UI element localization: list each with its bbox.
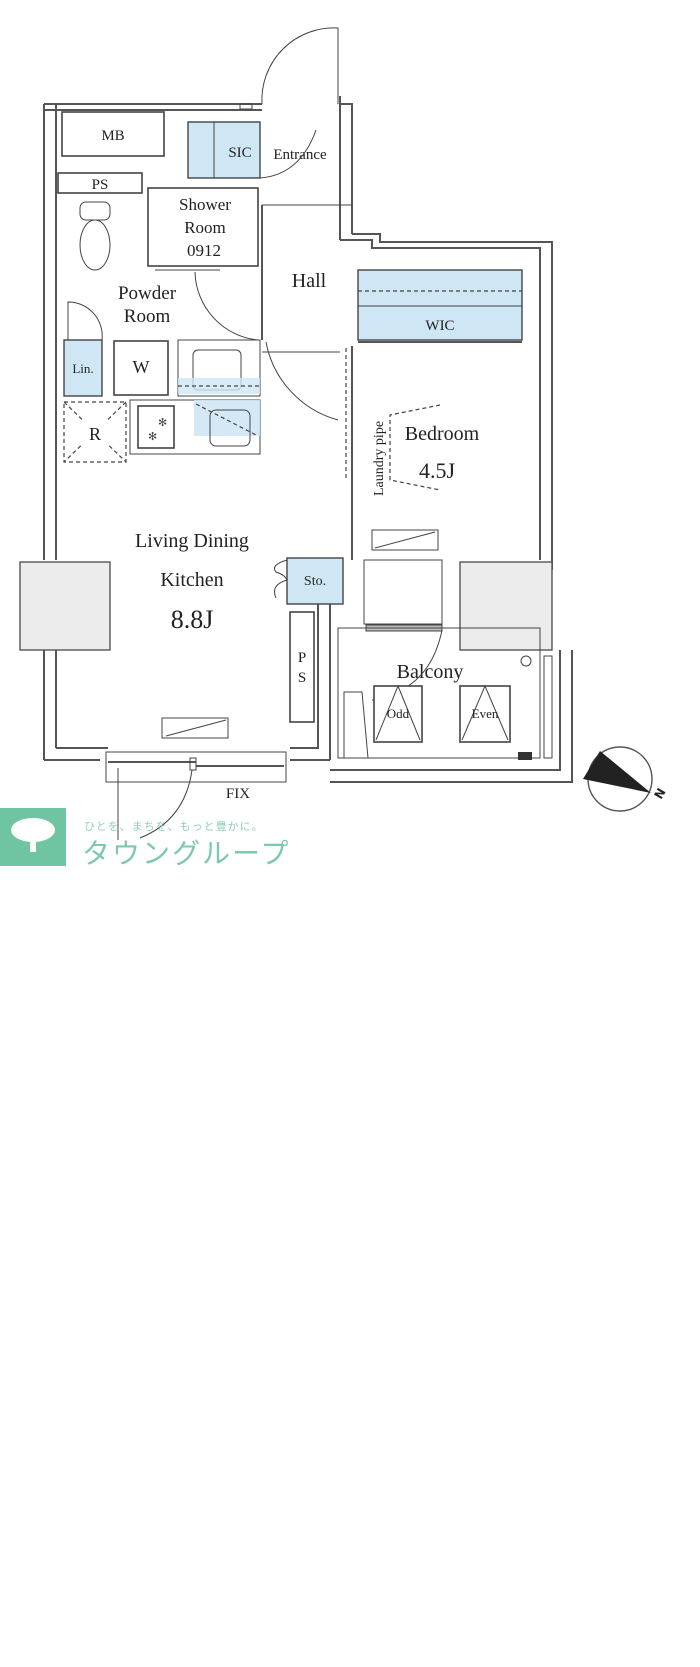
unit-even-label: Even: [472, 706, 499, 721]
shower-label-2: Room: [184, 218, 226, 237]
ldk-window: [105, 751, 287, 840]
ldk-label-1: Living Dining: [135, 530, 249, 552]
entrance-label: Entrance: [273, 147, 327, 163]
sink-icon: [209, 409, 251, 447]
ps-top-label: PS: [92, 177, 109, 193]
outer-walls: [43, 96, 573, 783]
bedroom-aircon-icon: [371, 529, 439, 551]
hall-door-swing: [265, 341, 339, 421]
washer-label: W: [133, 357, 150, 377]
storage-closet: [286, 557, 344, 605]
brand-name-en: TOWN GROUP: [4, 1660, 47, 1667]
unit-odd-label: Odd: [387, 706, 410, 721]
evacuation-hatch-even: [459, 684, 511, 743]
wic-label: WIC: [425, 318, 454, 334]
powder-label-1: Powder: [118, 283, 177, 304]
stove-icon: [137, 405, 175, 449]
ldk-label-2: Kitchen: [160, 569, 223, 591]
shower-label-3: 0912: [187, 241, 221, 260]
sic-storage: [187, 121, 261, 179]
ps-bottom-s: S: [298, 670, 306, 686]
vanity: [177, 339, 261, 397]
powder-label-2: Room: [124, 306, 171, 327]
left-pillar: [19, 561, 111, 651]
svg-text:✻: ✻: [158, 417, 167, 429]
bedroom-size: 4.5J: [419, 458, 456, 483]
mb-label: MB: [101, 128, 124, 144]
sic-label: SIC: [228, 145, 251, 161]
ps-top: [57, 172, 143, 194]
tree-icon: [11, 818, 55, 852]
brand-name: タウングループ: [82, 837, 291, 870]
svg-text:✻: ✻: [148, 431, 157, 443]
fix-label: FIX: [226, 786, 250, 802]
brand-tagline: ひとを、まちを、もっと豊かに。: [84, 820, 264, 833]
bedroom-label: Bedroom: [405, 423, 480, 445]
right-pillar: [459, 561, 553, 651]
compass-north-label: N: [651, 786, 668, 802]
ps-bottom: [289, 611, 315, 723]
storage-label: Sto.: [304, 574, 326, 589]
powder-door-swing: [194, 271, 259, 341]
balcony-area: [337, 627, 541, 759]
sic-door-swing: [259, 129, 317, 179]
shower-label-1: Shower: [179, 195, 231, 214]
fridge-label: R: [89, 424, 101, 444]
ldk-size: 8.8J: [171, 605, 214, 634]
fridge-space: [63, 401, 127, 463]
ps-bottom-p: P: [298, 650, 306, 666]
entrance-door: [239, 27, 339, 110]
drain-icon: [520, 655, 532, 667]
wic-closet: [357, 269, 523, 341]
laundry-pipe-icon: [389, 404, 441, 491]
laundry-pipe-label: Laundry pipe: [372, 421, 387, 496]
compass-icon: [583, 746, 653, 812]
linen-closet: [63, 339, 103, 397]
washer-space: [113, 340, 169, 396]
ldk-aircon-icon: [161, 717, 229, 739]
balcony-label: Balcony: [397, 661, 464, 683]
bedroom-window-bay: [363, 559, 443, 625]
shower-room: [147, 187, 259, 267]
linen-label: Lin.: [72, 361, 93, 376]
toilet-icon: [79, 201, 111, 271]
brand-logo: TOWN GROUP: [0, 808, 66, 1667]
hall-label: Hall: [292, 270, 327, 292]
evacuation-hatch-odd: [373, 684, 423, 743]
floor-plan: MB PS SIC Entrance Shower Room 0912 Hall…: [19, 27, 669, 840]
mb-closet: [61, 111, 165, 157]
